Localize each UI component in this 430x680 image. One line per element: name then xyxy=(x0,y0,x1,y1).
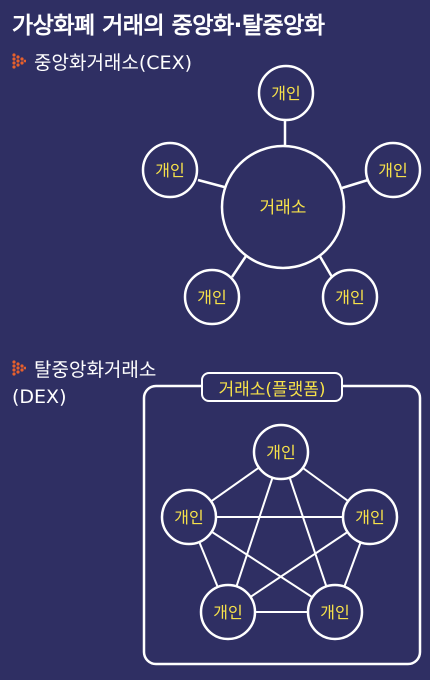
cex-spoke xyxy=(197,178,229,190)
dex-link xyxy=(227,516,371,613)
cex-spoke xyxy=(341,178,369,190)
dex-individual-node xyxy=(252,423,310,481)
dex-platform-label: 거래소(플랫폼) xyxy=(201,372,343,402)
dex-individual-node xyxy=(306,583,364,641)
dex-diagram: 개인 개인 개인 개인 개인 xyxy=(142,384,422,666)
cex-individual-label: 개인 xyxy=(197,288,226,307)
arrow-bullet-icon xyxy=(12,360,26,376)
cex-heading: 중앙화거래소(CEX) xyxy=(12,50,192,77)
dex-individual-label: 개인 xyxy=(213,603,242,622)
cex-diagram: 거래소 개인 개인 개인 개인 개인 xyxy=(141,64,422,326)
dex-individual-label: 개인 xyxy=(355,508,384,527)
arrow-bullet-icon xyxy=(12,53,26,69)
dex-heading-text-line2: (DEX) xyxy=(12,386,67,408)
cex-spoke xyxy=(316,252,334,278)
cex-spoke xyxy=(230,252,250,278)
dex-individual-node xyxy=(160,488,218,546)
cex-individual-node xyxy=(183,268,241,326)
cex-individual-label: 개인 xyxy=(271,84,300,103)
cex-individual-node xyxy=(257,64,315,122)
dex-heading-text-line1: 탈중앙화거래소 xyxy=(34,359,157,381)
cex-individual-label: 개인 xyxy=(378,161,407,180)
dex-individual-label: 개인 xyxy=(266,443,295,462)
dex-individual-label: 개인 xyxy=(174,508,203,527)
cex-individual-node xyxy=(321,268,379,326)
cex-individual-label: 개인 xyxy=(155,161,184,180)
dex-individual-node xyxy=(199,583,257,641)
cex-exchange-node xyxy=(220,144,346,270)
dex-link xyxy=(188,516,336,613)
cex-exchange-label: 거래소 xyxy=(260,198,307,218)
diagram-title: 가상화폐 거래의 중앙화·탈중앙화 xyxy=(12,13,325,39)
cex-individual-node xyxy=(141,141,199,199)
cex-individual-node xyxy=(364,141,422,199)
dex-individual-label: 개인 xyxy=(320,603,349,622)
cex-heading-text: 중앙화거래소(CEX) xyxy=(34,52,192,74)
dex-individual-node xyxy=(341,488,399,546)
dex-heading: 탈중앙화거래소 (DEX) xyxy=(12,357,156,411)
cex-individual-label: 개인 xyxy=(335,288,364,307)
